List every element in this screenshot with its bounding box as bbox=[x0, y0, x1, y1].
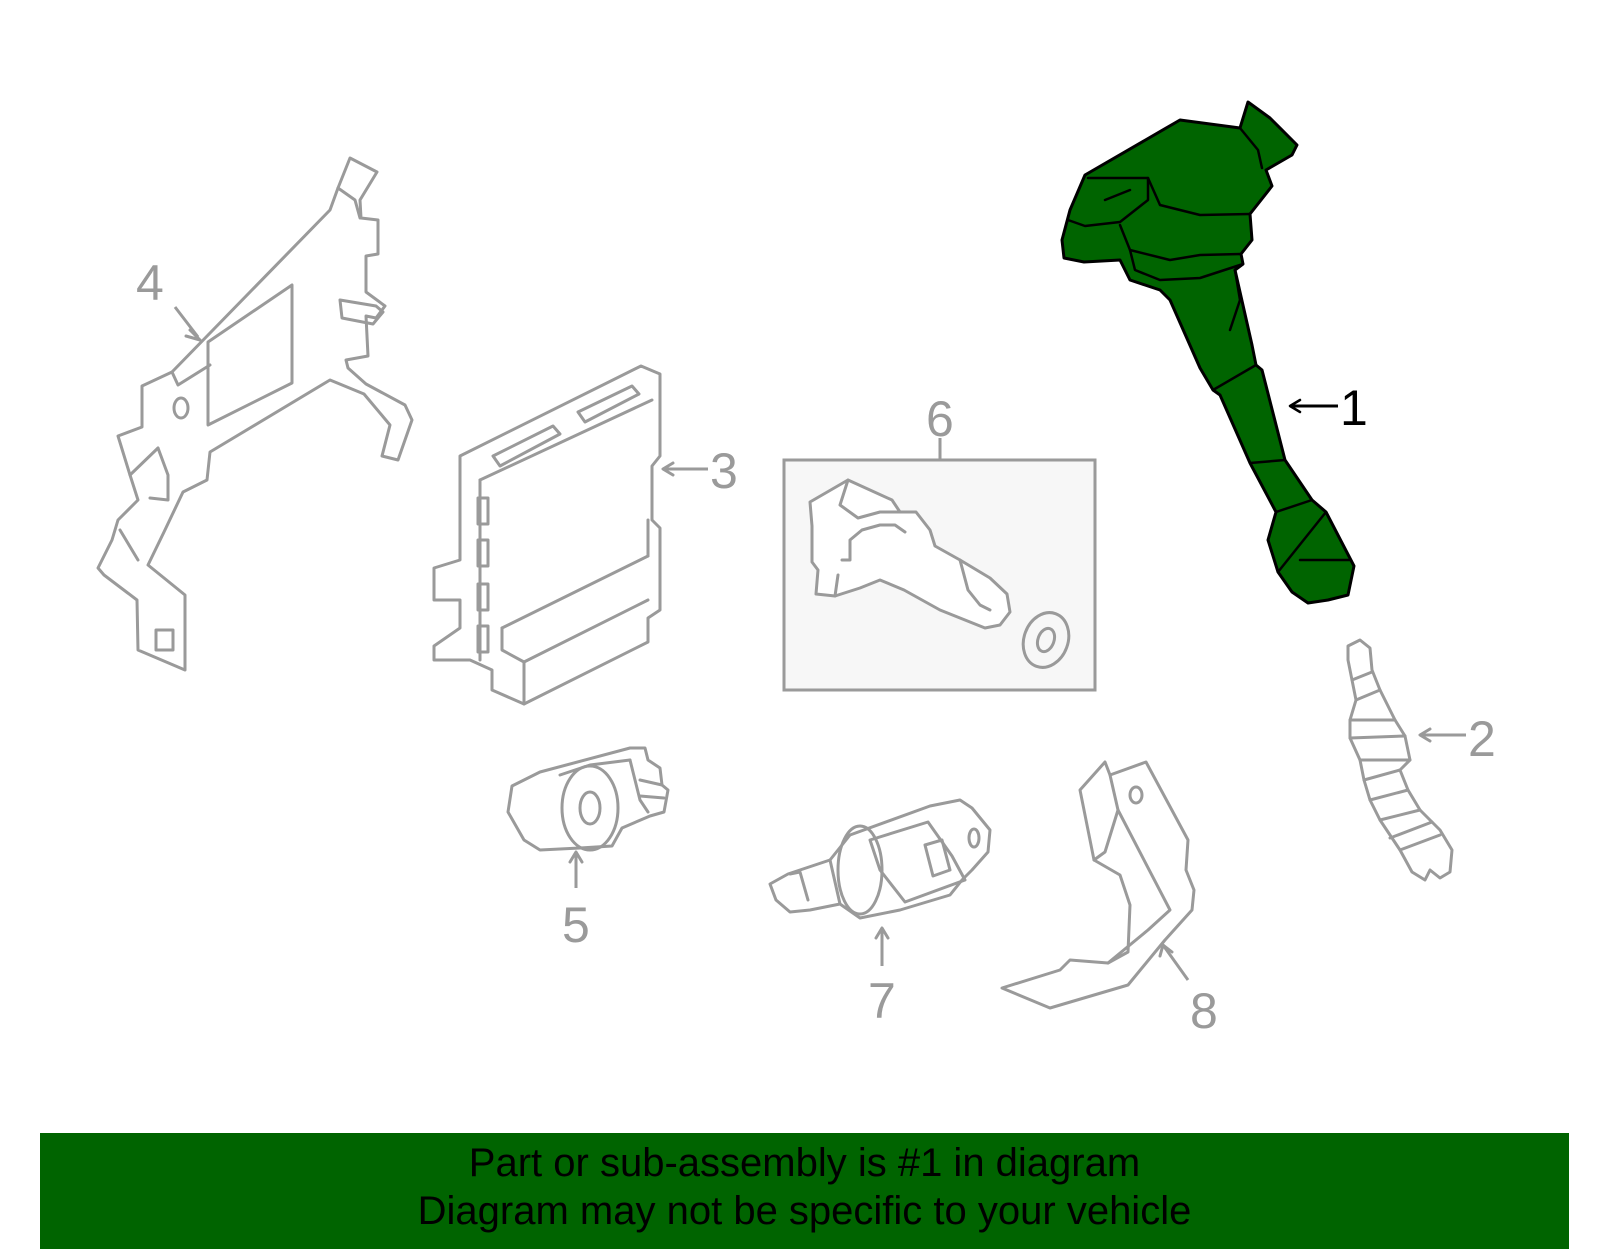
banner-line-2: Diagram may not be specific to your vehi… bbox=[417, 1189, 1192, 1233]
callout-8[interactable]: 8 bbox=[1190, 983, 1218, 1039]
bracket-8-part[interactable] bbox=[1000, 760, 1196, 1010]
leader-2-arrow bbox=[1418, 727, 1432, 743]
leader-1-arrow bbox=[1288, 398, 1302, 414]
sensor-5-part[interactable] bbox=[506, 746, 670, 852]
callout-4[interactable]: 4 bbox=[136, 255, 164, 311]
callout-7[interactable]: 7 bbox=[868, 973, 896, 1029]
info-banner: Part or sub-assembly is #1 in diagram Di… bbox=[40, 1133, 1569, 1249]
leader-3-arrow bbox=[661, 461, 675, 477]
leader-4-arrow bbox=[184, 328, 202, 342]
leader-8-arrow bbox=[1158, 943, 1174, 958]
sensor-kit-part[interactable] bbox=[782, 458, 1097, 692]
engine-control-module-part[interactable] bbox=[432, 364, 662, 706]
sensor-7-part[interactable] bbox=[768, 798, 992, 920]
callout-3[interactable]: 3 bbox=[710, 443, 738, 499]
spark-plug-part[interactable] bbox=[1346, 638, 1454, 882]
module-bracket-part[interactable] bbox=[96, 156, 414, 672]
leader-5-arrow bbox=[568, 850, 584, 864]
leader-7-arrow bbox=[874, 926, 890, 940]
callout-6[interactable]: 6 bbox=[926, 391, 954, 447]
ignition-coil-part[interactable] bbox=[1060, 100, 1356, 605]
callout-1[interactable]: 1 bbox=[1340, 380, 1368, 436]
callout-2[interactable]: 2 bbox=[1468, 711, 1496, 767]
callout-5[interactable]: 5 bbox=[562, 897, 590, 953]
banner-line-1: Part or sub-assembly is #1 in diagram bbox=[468, 1141, 1141, 1185]
leader-4 bbox=[173, 306, 200, 338]
leader-8 bbox=[1161, 944, 1190, 981]
